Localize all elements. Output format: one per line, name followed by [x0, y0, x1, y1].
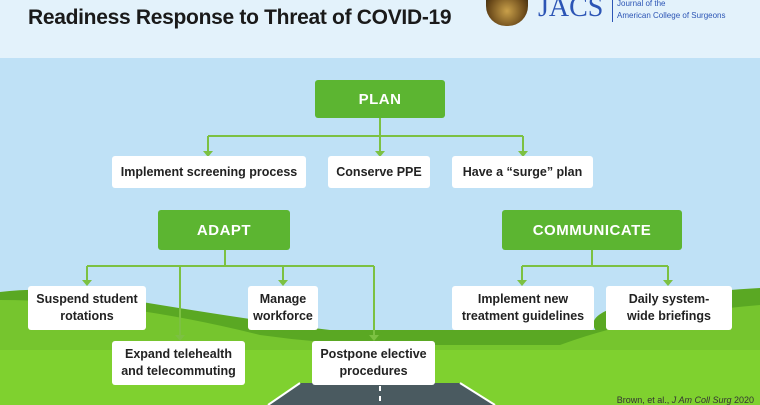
adapt-item-suspend: Suspend student rotations: [28, 286, 146, 330]
adapt-item-postpone: Postpone elective procedures: [312, 341, 435, 385]
adapt-item-workforce: Manage workforce: [248, 286, 318, 330]
adapt-item-telehealth: Expand telehealth and telecommuting: [112, 341, 245, 385]
citation: Brown, et al., J Am Coll Surg 2020: [616, 395, 754, 405]
plan-item-surge: Have a “surge” plan: [452, 156, 593, 188]
communicate-item-guidelines: Implement new treatment guidelines: [452, 286, 594, 330]
header: Readiness Response to Threat of COVID-19…: [0, 0, 760, 58]
communicate-item-briefings: Daily system-wide briefings: [606, 286, 732, 330]
page-title: Readiness Response to Threat of COVID-19: [28, 6, 452, 29]
adapt-box: ADAPT: [158, 210, 290, 250]
communicate-box: COMMUNICATE: [502, 210, 682, 250]
plan-item-ppe: Conserve PPE: [328, 156, 430, 188]
road: [268, 383, 495, 405]
jacs-logo: JACS: [538, 0, 604, 23]
connectors: [86, 118, 669, 336]
plan-box: PLAN: [315, 80, 445, 118]
acs-seal-logo: [486, 0, 528, 26]
plan-item-screening: Implement screening process: [112, 156, 306, 188]
